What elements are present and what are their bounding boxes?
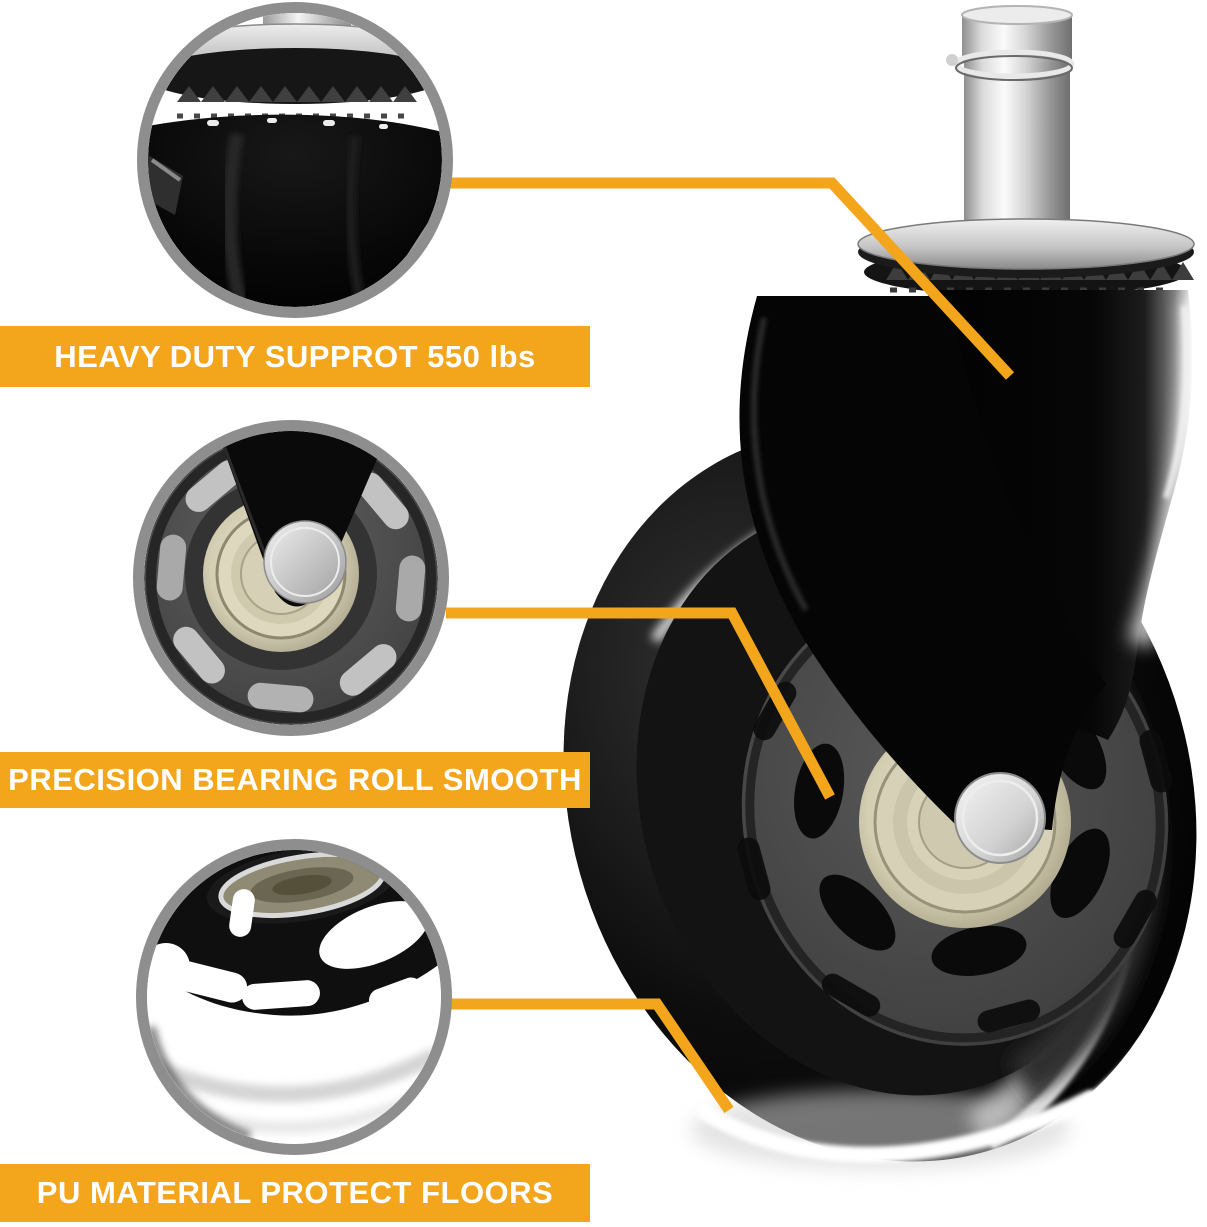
feature-banner-label: PU MATERIAL PROTECT FLOORS	[36, 1175, 554, 1210]
feature-banner-pu-material: PU MATERIAL PROTECT FLOORS	[0, 1164, 590, 1222]
feature-banner-heavy-duty: HEAVY DUTY SUPPROT 550 lbs	[0, 326, 590, 387]
fork-closeup-illustration	[148, 13, 442, 307]
pu-rim-closeup-illustration	[147, 850, 441, 1144]
callout-circle-fork-closeup	[137, 2, 453, 318]
axle-cap	[263, 520, 347, 604]
fork-arm	[217, 431, 389, 607]
tire-bottom-highlight	[697, 1090, 1098, 1163]
axle-cap	[954, 772, 1046, 864]
hub-slot-openings	[147, 889, 429, 1013]
bearing-top	[207, 850, 397, 924]
connector-line-pu-material	[450, 998, 734, 1114]
fork-leg	[739, 296, 1106, 830]
bearing-closeup-illustration	[144, 431, 438, 725]
feature-banner-precision-bearing: PRECISION BEARING ROLL SMOOTH	[0, 752, 590, 808]
connector-line-heavy-duty	[448, 177, 1015, 380]
callout-circle-pu-rim-closeup	[136, 839, 452, 1155]
callout-circle-bearing-closeup	[133, 420, 449, 736]
feature-banner-label: PRECISION BEARING ROLL SMOOTH	[8, 762, 582, 797]
pu-rim-shading	[150, 1047, 440, 1103]
serration-teeth	[177, 86, 417, 102]
feature-banner-label: HEAVY DUTY SUPPROT 550 lbs	[54, 338, 536, 374]
gloss-glints	[207, 118, 388, 129]
fork-body	[148, 114, 442, 307]
connector-line-precision-bearing	[446, 607, 835, 800]
hub-slots	[156, 460, 426, 713]
